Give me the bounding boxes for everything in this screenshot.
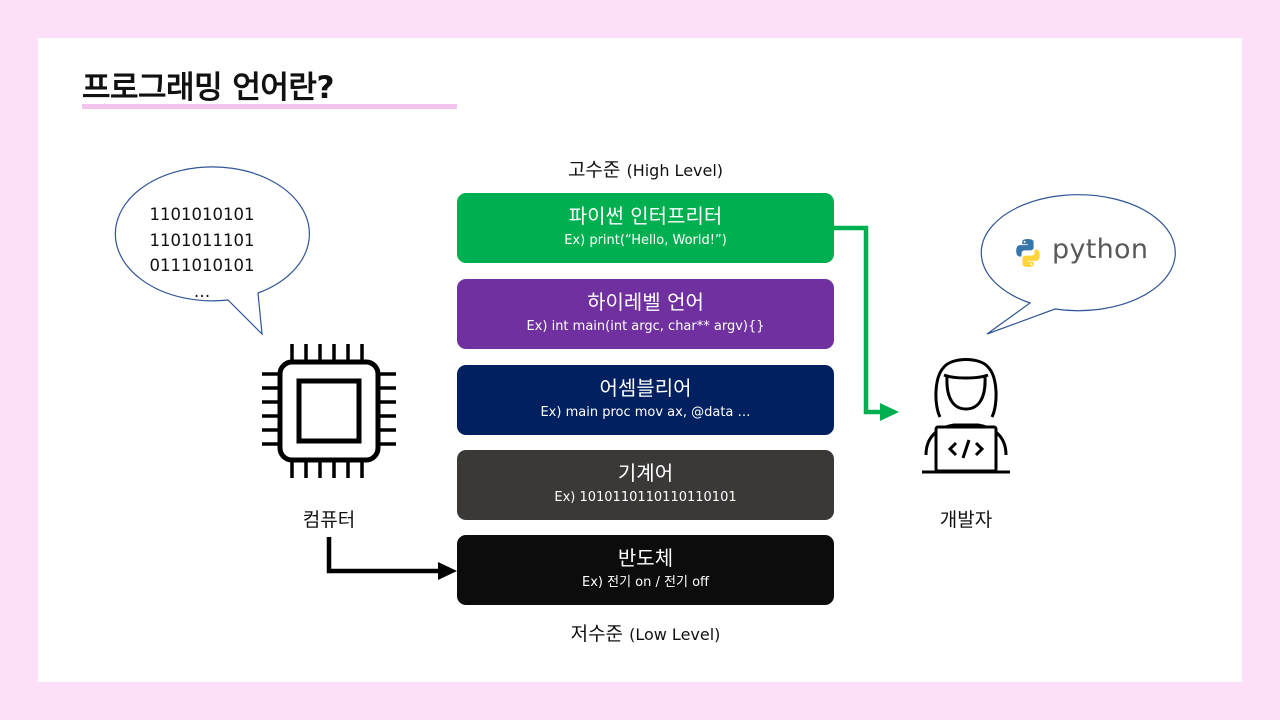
- high-level-label-en: (High Level): [626, 161, 724, 180]
- developer-laptop-icon: [922, 358, 1010, 474]
- page-title: 프로그래밍 언어란?: [82, 70, 334, 106]
- level-bar-python-interpreter: 파이썬 인터프리터 Ex) print(“Hello, World!”): [457, 193, 834, 263]
- computer-label: 컴퓨터: [302, 509, 356, 531]
- level-bar-assembly: 어셈블리어 Ex) main proc mov ax, @data …: [457, 365, 834, 435]
- binary-line: 0111010101: [149, 256, 255, 275]
- high-level-label: 고수준 (High Level): [457, 155, 834, 182]
- low-level-label: 저수준 (Low Level): [457, 619, 834, 646]
- level-bar-semiconductor: 반도체 Ex) 전기 on / 전기 off: [457, 535, 834, 605]
- python-logo-icon: [1016, 239, 1040, 267]
- low-level-label-ko: 저수준: [570, 623, 624, 645]
- level-bar-high-level-language: 하이레벨 언어 Ex) int main(int argc, char** ar…: [457, 279, 834, 349]
- level-example: Ex) main proc mov ax, @data …: [540, 405, 751, 420]
- binary-line: 1101010101: [149, 205, 255, 224]
- level-name: 파이썬 인터프리터: [568, 204, 723, 228]
- level-bar-machine-code: 기계어 Ex) 1010110110110110101: [457, 450, 834, 520]
- python-wordmark: python: [1052, 234, 1149, 265]
- level-name: 하이레벨 언어: [587, 290, 704, 314]
- binary-line: …: [193, 281, 211, 301]
- binary-text: 1101010101 1101011101 0111010101 …: [110, 202, 294, 304]
- level-name: 어셈블리어: [599, 376, 692, 400]
- level-example: Ex) int main(int argc, char** argv){}: [526, 319, 765, 334]
- level-example: Ex) 전기 on / 전기 off: [582, 575, 709, 590]
- cpu-chip-icon: [262, 344, 396, 478]
- developer-label: 개발자: [939, 509, 993, 531]
- level-example: Ex) print(“Hello, World!”): [564, 233, 727, 248]
- level-name: 반도체: [617, 546, 674, 570]
- high-level-label-ko: 고수준: [567, 159, 621, 181]
- level-example: Ex) 1010110110110110101: [554, 490, 737, 505]
- low-level-label-en: (Low Level): [629, 625, 721, 644]
- binary-line: 1101011101: [149, 230, 255, 250]
- level-name: 기계어: [617, 461, 674, 485]
- title-underline: [82, 104, 457, 109]
